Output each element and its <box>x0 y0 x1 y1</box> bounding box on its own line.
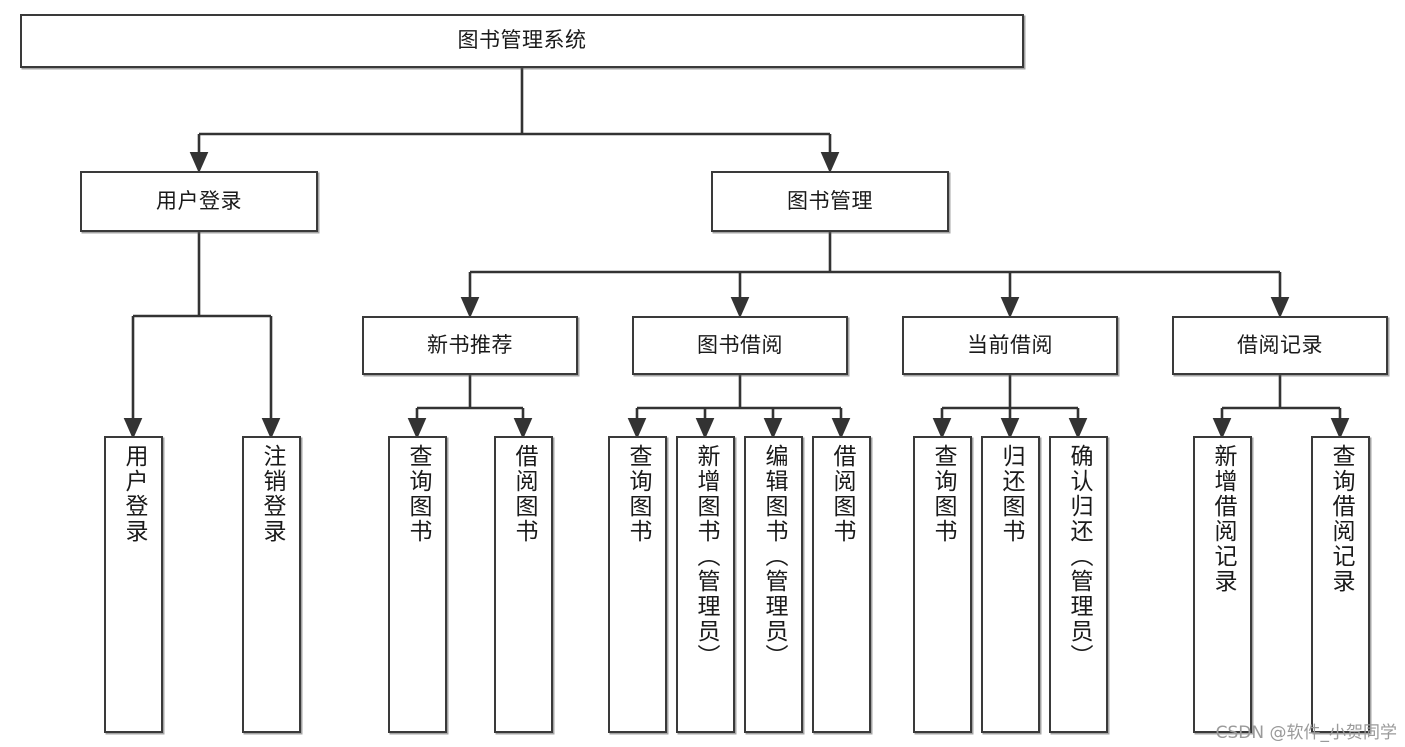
leaf-current-query-book[interactable]: 查询图书 <box>913 436 972 733</box>
node-label: 图书借阅 <box>697 332 783 357</box>
leaf-borrow-add-book-admin[interactable]: 新增图书（管理员） <box>676 436 735 733</box>
node-root-system[interactable]: 图书管理系统 <box>20 14 1024 68</box>
leaf-current-confirm-return-admin[interactable]: 确认归还（管理员） <box>1049 436 1108 733</box>
node-label: 用户登录 <box>121 444 147 544</box>
leaf-current-return-book[interactable]: 归还图书 <box>981 436 1040 733</box>
node-label: 编辑图书（管理员） <box>761 444 787 669</box>
leaf-new-books-query[interactable]: 查询图书 <box>388 436 447 733</box>
leaf-user-login-signin[interactable]: 用户登录 <box>104 436 163 733</box>
node-label: 新增借阅记录 <box>1210 444 1236 594</box>
node-new-book-recommend[interactable]: 新书推荐 <box>362 316 578 375</box>
node-label: 新增图书（管理员） <box>693 444 719 669</box>
node-borrow-records[interactable]: 借阅记录 <box>1172 316 1388 375</box>
node-user-login[interactable]: 用户登录 <box>80 171 318 232</box>
node-book-management[interactable]: 图书管理 <box>711 171 949 232</box>
node-label: 用户登录 <box>156 188 242 213</box>
leaf-user-login-signout[interactable]: 注销登录 <box>242 436 301 733</box>
node-label: 新书推荐 <box>427 332 513 357</box>
node-label: 查询借阅记录 <box>1328 444 1354 594</box>
node-label: 图书管理 <box>787 188 873 213</box>
node-label: 注销登录 <box>259 444 285 544</box>
leaf-new-books-borrow[interactable]: 借阅图书 <box>494 436 553 733</box>
node-label: 查询图书 <box>625 444 651 544</box>
watermark-text: CSDN @软件_小贺同学 <box>1215 723 1397 743</box>
node-label: 当前借阅 <box>967 332 1053 357</box>
node-label: 查询图书 <box>405 444 431 544</box>
node-current-borrow[interactable]: 当前借阅 <box>902 316 1118 375</box>
node-label: 归还图书 <box>998 444 1024 544</box>
node-label: 图书管理系统 <box>457 28 587 53</box>
node-label: 借阅图书 <box>829 444 855 544</box>
leaf-records-add-record[interactable]: 新增借阅记录 <box>1193 436 1252 733</box>
leaf-borrow-borrow-book[interactable]: 借阅图书 <box>812 436 871 733</box>
node-book-borrow[interactable]: 图书借阅 <box>632 316 848 375</box>
leaf-borrow-edit-book-admin[interactable]: 编辑图书（管理员） <box>744 436 803 733</box>
node-label: 借阅图书 <box>511 444 537 544</box>
leaf-records-query-record[interactable]: 查询借阅记录 <box>1311 436 1370 733</box>
node-label: 确认归还（管理员） <box>1066 444 1092 669</box>
leaf-borrow-query-book[interactable]: 查询图书 <box>608 436 667 733</box>
node-label: 借阅记录 <box>1237 332 1323 357</box>
node-label: 查询图书 <box>930 444 956 544</box>
